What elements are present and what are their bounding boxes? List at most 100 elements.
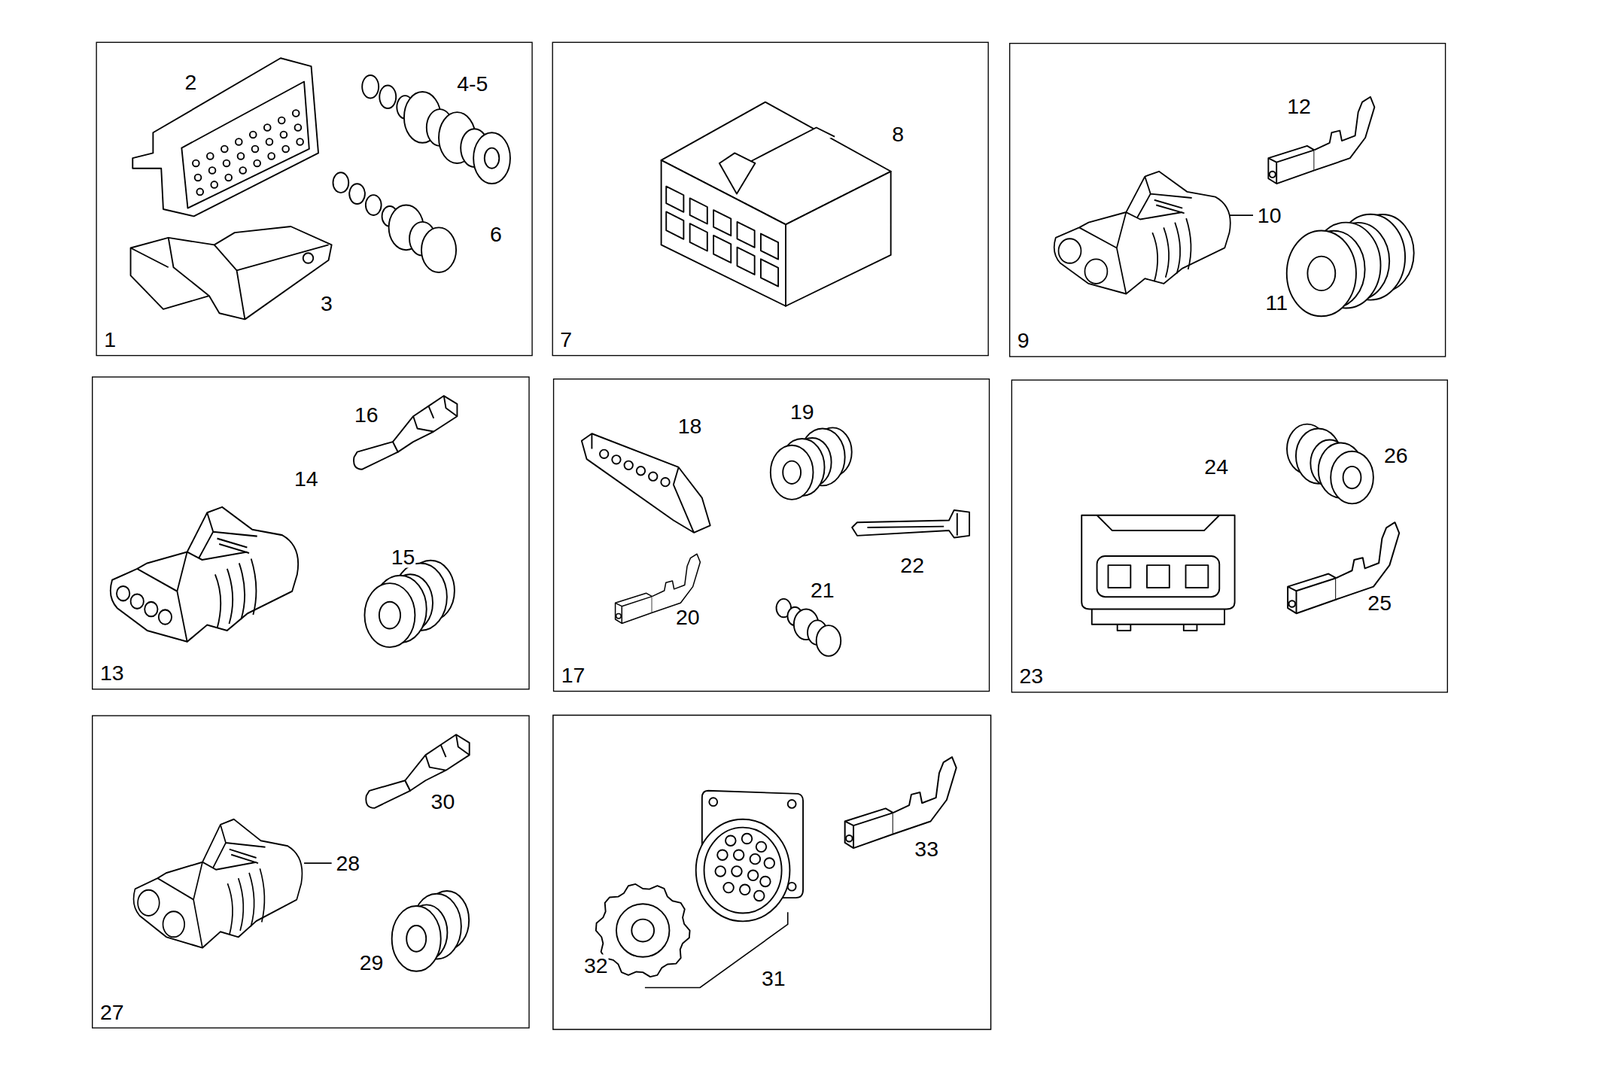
cavity-window (760, 234, 779, 260)
group-panel: 17 (553, 378, 990, 692)
cavity-window (737, 222, 755, 248)
nut-face (616, 903, 670, 958)
blade-barrel (404, 734, 469, 791)
strip-hole (636, 466, 645, 475)
housing-latch (202, 824, 266, 870)
pin-hole (252, 146, 259, 153)
pin-hole (194, 174, 202, 182)
seal-rib (1330, 451, 1374, 505)
pin-hole (210, 181, 218, 189)
pin-hole (278, 117, 286, 125)
callout-number: 2 (183, 70, 198, 92)
callout-number: 33 (913, 838, 940, 860)
housing-edge (136, 552, 187, 642)
group-panel: 13 (91, 376, 530, 690)
cavity (116, 586, 130, 601)
terminal-crimp (1314, 97, 1375, 171)
female-terminal (1287, 522, 1400, 614)
callout-number: 22 (899, 554, 925, 576)
cavity-window (713, 209, 731, 236)
wire-seal (770, 427, 852, 499)
seal-rib (332, 172, 349, 193)
strip-hole (599, 450, 609, 459)
group-panel: 7 (552, 42, 989, 357)
pin-hole (295, 124, 302, 131)
contact-hole (725, 835, 737, 846)
wire-seal (1286, 424, 1374, 505)
housing-rib (215, 558, 257, 628)
contact-hole (723, 882, 734, 894)
terminal-hole (616, 613, 622, 619)
blade-tip (365, 780, 411, 809)
terminal-box (1287, 574, 1336, 615)
terminal-box (615, 593, 653, 624)
panel-frame (553, 714, 992, 1030)
connector-face (181, 81, 309, 208)
pin-hole (292, 109, 300, 117)
wire-seal (1286, 214, 1415, 317)
pin-hole (196, 188, 204, 196)
callout-number: 10 (1256, 204, 1283, 226)
pin-hole (209, 167, 216, 174)
group-panel: 23 (1011, 379, 1448, 693)
two-way-housing (133, 819, 303, 949)
contact-hole (742, 833, 753, 845)
pin-hole (266, 138, 274, 146)
seal-rib (365, 194, 382, 216)
callout-number: 3 (319, 292, 335, 314)
strip-hole (611, 455, 621, 464)
callout-number: 20 (675, 606, 701, 628)
callout-number: 30 (429, 790, 456, 812)
pin-hole (235, 138, 243, 146)
pin-hole (206, 152, 214, 160)
two-way-housing (1054, 171, 1231, 295)
wire-seal (392, 891, 470, 972)
seal-hole (782, 461, 801, 484)
terminal-crimp (893, 757, 957, 835)
seal-rib (473, 132, 511, 184)
callout-number: 24 (1203, 455, 1229, 477)
cavity (163, 911, 186, 937)
blade-barrel (392, 395, 457, 453)
contact-hole (750, 854, 761, 865)
pin-hole (267, 152, 275, 160)
strip-edge (591, 433, 694, 533)
terminal-edge (845, 812, 894, 849)
callout-number: 12 (1286, 95, 1312, 117)
housing-latch (187, 512, 258, 560)
contact-hole (714, 866, 726, 877)
cavity-window (713, 235, 731, 263)
housing-edge (157, 862, 203, 949)
seal-rib (361, 75, 379, 99)
blind-plug (776, 599, 842, 657)
strip-hole (624, 461, 633, 470)
contact-hole (760, 876, 771, 888)
terminal-edge (615, 596, 653, 624)
terminal-edge (1287, 577, 1336, 614)
callout-number: 26 (1383, 444, 1409, 466)
seal-rib (379, 85, 396, 110)
seal-hole (1343, 466, 1362, 489)
cavity-window (690, 223, 708, 251)
cavity (1058, 238, 1082, 264)
cavity (1186, 565, 1209, 588)
cavity (130, 593, 144, 609)
terminal-edge (1268, 149, 1315, 184)
terminal-box (845, 808, 894, 849)
cavity-window (760, 258, 779, 286)
housing-rib (227, 868, 265, 935)
housing-body (1054, 171, 1231, 295)
callout-number: 6 (489, 222, 504, 244)
housing-latch (1097, 515, 1220, 531)
pin-hole (239, 167, 247, 174)
housing-latch (1125, 176, 1192, 220)
pin-hole (282, 146, 289, 153)
cavity-frame (1097, 556, 1220, 597)
leader-line (304, 862, 332, 864)
callout-number: 21 (809, 578, 836, 600)
pin-hole (237, 152, 245, 160)
housing-rib (1152, 218, 1191, 282)
nut-bore (631, 919, 654, 943)
